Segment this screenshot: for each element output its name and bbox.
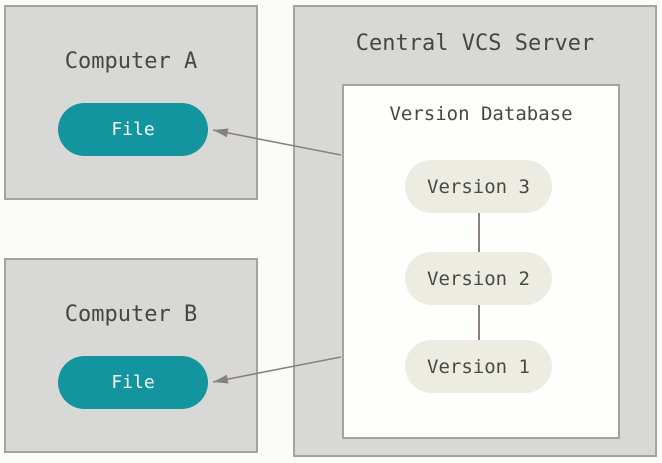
central-vcs-server-title: Central VCS Server xyxy=(355,31,595,56)
version-pill-2: Version 2 xyxy=(405,252,552,305)
central-vcs-server-box: Central VCS Server Version Database Vers… xyxy=(293,5,657,457)
version-pill-2-label: Version 2 xyxy=(427,267,530,290)
computer-b-box: Computer B File xyxy=(4,258,258,453)
version-pill-3-label: Version 3 xyxy=(427,175,530,198)
file-pill-a: File xyxy=(58,103,208,156)
computer-a-box: Computer A File xyxy=(4,5,258,200)
file-pill-a-label: File xyxy=(111,119,155,140)
version-pill-1: Version 1 xyxy=(405,340,552,393)
file-pill-b: File xyxy=(58,356,208,409)
file-pill-b-label: File xyxy=(111,372,155,393)
version-database-title: Version Database xyxy=(389,103,573,125)
computer-b-title: Computer B xyxy=(64,302,198,327)
version-connector-3-2 xyxy=(478,213,480,253)
version-database-box: Version Database Version 3 Version 2 Ver… xyxy=(342,84,620,439)
version-pill-3: Version 3 xyxy=(405,160,552,213)
version-connector-2-1 xyxy=(478,305,480,341)
computer-a-title: Computer A xyxy=(64,49,198,74)
version-pill-1-label: Version 1 xyxy=(427,355,530,378)
